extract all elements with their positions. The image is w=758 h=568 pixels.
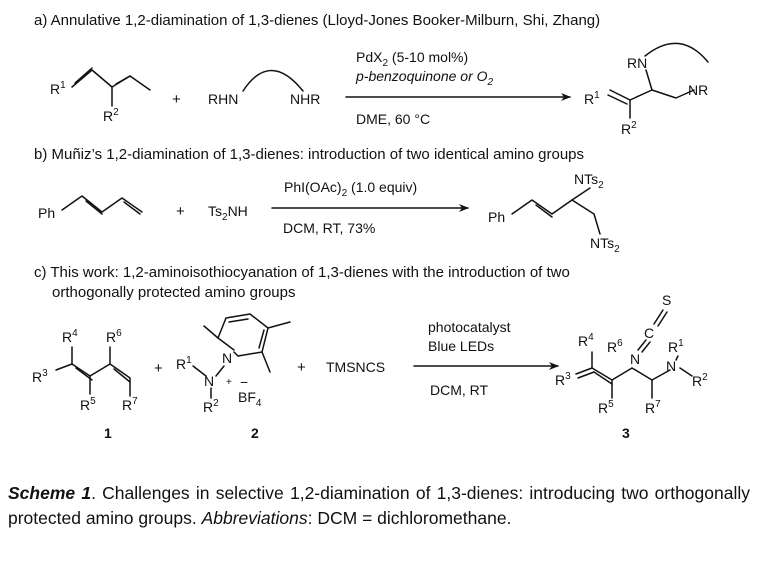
- c3-r7: R7: [645, 399, 661, 416]
- caption-abbr-label: Abbreviations: [201, 508, 308, 528]
- c2-plus-charge: +: [226, 377, 232, 388]
- compound-1: R4 R6 R3 R5 R7 1: [32, 328, 138, 441]
- panel-a-cond-1: PdX2 (5-10 mol%): [356, 49, 468, 69]
- c1-r7: R7: [122, 396, 138, 413]
- panel-a-diene: R1 R2: [50, 67, 151, 124]
- c1-r5: R5: [80, 396, 96, 413]
- panel-a-cond-3: DME, 60 °C: [356, 111, 430, 127]
- panel-c: c) This work: 1,2-aminoisothiocyanation …: [32, 264, 708, 441]
- panel-a-diamine: RHN NHR: [208, 69, 320, 107]
- c3-r3: R3: [555, 371, 571, 388]
- panel-c-title-1: c) This work: 1,2-aminoisothiocyanation …: [34, 264, 570, 281]
- compound-3: S C N R4 R6 R3 N R1 R2 R5 R7 3: [555, 292, 708, 441]
- c2-r2: R2: [203, 398, 219, 415]
- c2-r1: R1: [176, 355, 192, 372]
- panel-b-plus: +: [176, 203, 185, 220]
- caption-title: Scheme 1: [8, 483, 92, 503]
- panel-c-cond-3: DCM, RT: [430, 382, 489, 398]
- panel-a-product: RN NR R1 R2: [584, 42, 709, 137]
- c3-n-amine: N: [666, 358, 676, 374]
- c3-n-ncs: N: [630, 351, 640, 367]
- c2-n-amine: N: [204, 373, 214, 389]
- compound-3-label: 3: [622, 425, 630, 441]
- c3-r6: R6: [607, 338, 623, 355]
- c3-s: S: [662, 292, 671, 308]
- panel-a-cond-2: p-benzoquinone or O2: [355, 68, 494, 88]
- panel-b: b) Muñiz’s 1,2-diamination of 1,3-dienes…: [34, 146, 620, 255]
- panel-c-title-2: orthogonally protected amino groups: [52, 284, 296, 301]
- product-rn: RN: [627, 55, 647, 71]
- scheme-caption: Scheme 1. Challenges in selective 1,2-di…: [8, 481, 750, 531]
- c3-r2: R2: [692, 372, 708, 389]
- c2-minus-charge: −: [240, 374, 248, 390]
- r2-label: R2: [103, 107, 119, 124]
- panel-b-cond-1: PhI(OAc)2 (1.0 equiv): [284, 179, 417, 199]
- panel-b-product: Ph NTs2 NTs2: [488, 171, 620, 255]
- c3-c: C: [644, 325, 654, 341]
- compound-2-label: 2: [251, 425, 259, 441]
- caption-text: . Challenges in selective 1,2-diaminatio…: [8, 483, 750, 528]
- b-product-ph: Ph: [488, 209, 505, 225]
- diamine-right: NHR: [290, 91, 320, 107]
- product-r2: R2: [621, 120, 637, 137]
- compound-1-label: 1: [104, 425, 112, 441]
- c2-n-pyridinium: N: [222, 350, 232, 366]
- c1-r6: R6: [106, 328, 122, 345]
- panel-b-reagent: Ts2NH: [208, 203, 248, 223]
- c3-r1: R1: [668, 338, 684, 355]
- panel-a-title: a) Annulative 1,2-diamination of 1,3-die…: [34, 12, 600, 29]
- panel-c-reagent-3: TMSNCS: [326, 359, 385, 375]
- b-ph: Ph: [38, 205, 55, 221]
- caption-abbr-text: : DCM = dichloromethane.: [307, 508, 512, 528]
- c3-r4: R4: [578, 332, 594, 349]
- compound-2: R1 N R2 N + BF4 − 2: [176, 313, 291, 441]
- panel-c-cond-1: photocatalyst: [428, 319, 511, 335]
- product-r1: R1: [584, 90, 600, 107]
- panel-b-diene: Ph: [38, 195, 143, 221]
- b-product-nts2-bottom: NTs2: [590, 235, 620, 255]
- c2-bf4: BF4: [238, 389, 262, 409]
- panel-a-plus: +: [172, 91, 181, 108]
- panel-c-plus-2: +: [297, 359, 306, 376]
- c1-r4: R4: [62, 328, 78, 345]
- panel-a: a) Annulative 1,2-diamination of 1,3-die…: [34, 12, 709, 137]
- diamine-left: RHN: [208, 91, 238, 107]
- c1-r3: R3: [32, 368, 48, 385]
- b-product-nts2-top: NTs2: [574, 171, 604, 191]
- panel-b-cond-2: DCM, RT, 73%: [283, 220, 375, 236]
- c3-r5: R5: [598, 399, 614, 416]
- panel-b-title: b) Muñiz’s 1,2-diamination of 1,3-dienes…: [34, 146, 584, 163]
- reaction-scheme: a) Annulative 1,2-diamination of 1,3-die…: [32, 12, 709, 441]
- panel-c-cond-2: Blue LEDs: [428, 338, 494, 354]
- product-nr: NR: [688, 82, 708, 98]
- r1-label: R1: [50, 80, 66, 97]
- panel-c-plus-1: +: [154, 360, 163, 377]
